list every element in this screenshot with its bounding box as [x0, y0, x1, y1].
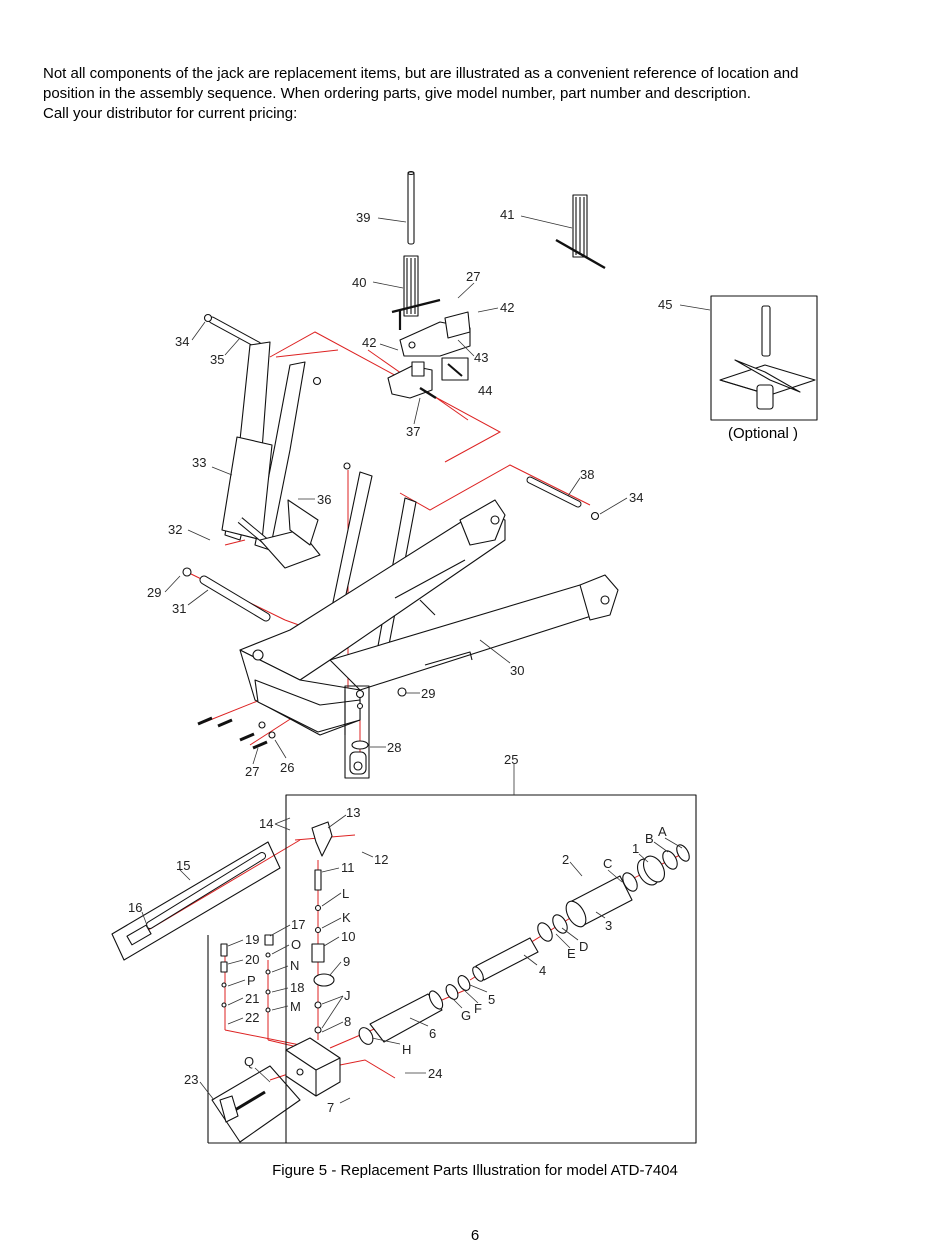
part-labels: 39 41 40 27 42 45 34 35 42 43 44 37 33 3… — [128, 207, 672, 1115]
part-label: G — [461, 1008, 471, 1023]
part-label: 12 — [374, 852, 388, 867]
part-label: D — [579, 939, 588, 954]
part-label: 26 — [280, 760, 294, 775]
part-label: 37 — [406, 424, 420, 439]
part-label: 42 — [500, 300, 514, 315]
part-label: 45 — [658, 297, 672, 312]
part-label: 29 — [421, 686, 435, 701]
part-label: K — [342, 910, 351, 925]
part-label: 25 — [504, 752, 518, 767]
part-label: 43 — [474, 350, 488, 365]
jack-drawing — [111, 170, 818, 1144]
part-label: M — [290, 999, 301, 1014]
part-label: 8 — [344, 1014, 351, 1029]
part-label: 20 — [245, 952, 259, 967]
part-label: 9 — [343, 954, 350, 969]
part-label: 24 — [428, 1066, 442, 1081]
intro-line: position in the assembly sequence. When … — [43, 85, 751, 102]
part-label: 34 — [629, 490, 643, 505]
part-label: 36 — [317, 492, 331, 507]
part-label: J — [344, 988, 351, 1003]
part-label: 40 — [352, 275, 366, 290]
part-label: 17 — [291, 917, 305, 932]
part-label: L — [342, 886, 349, 901]
part-label: P — [247, 973, 256, 988]
part-label: B — [645, 831, 654, 846]
intro-line: Call your distributor for current pricin… — [43, 105, 298, 122]
part-label: 44 — [478, 383, 492, 398]
part-label: 23 — [184, 1072, 198, 1087]
leader-lines — [141, 215, 711, 1104]
page-number: 6 — [470, 1227, 480, 1244]
part-label: 14 — [259, 816, 273, 831]
part-label: 19 — [245, 932, 259, 947]
part-label: 34 — [175, 334, 189, 349]
part-label: 30 — [510, 663, 524, 678]
part-label: 22 — [245, 1010, 259, 1025]
part-label: 10 — [341, 929, 355, 944]
part-label: E — [567, 946, 576, 961]
part-label: 18 — [290, 980, 304, 995]
part-label: 31 — [172, 601, 186, 616]
part-label: 4 — [539, 963, 546, 978]
part-label: 42 — [362, 335, 376, 350]
part-label: N — [290, 958, 299, 973]
part-label: Q — [244, 1054, 254, 1069]
part-label: 38 — [580, 467, 594, 482]
part-label: 39 — [356, 210, 370, 225]
part-label: 13 — [346, 805, 360, 820]
part-label: 15 — [176, 858, 190, 873]
part-label: 11 — [341, 860, 355, 875]
part-label: O — [291, 937, 301, 952]
part-label: 3 — [605, 918, 612, 933]
part-label: 21 — [245, 991, 259, 1006]
part-label: 27 — [245, 764, 259, 779]
part-label: 2 — [562, 852, 569, 867]
part-label: 7 — [327, 1100, 334, 1115]
part-label: 28 — [387, 740, 401, 755]
pump-assembly-box — [285, 794, 697, 1144]
part-label: 5 — [488, 992, 495, 1007]
part-label: 1 — [632, 841, 639, 856]
part-label: H — [402, 1042, 411, 1057]
part-label: 6 — [429, 1026, 436, 1041]
intro-text: Not all components of the jack are repla… — [43, 64, 923, 124]
part-label: 32 — [168, 522, 182, 537]
intro-line: Not all components of the jack are repla… — [43, 65, 799, 82]
part-label: 29 — [147, 585, 161, 600]
optional-box — [710, 295, 818, 421]
part-label: 41 — [500, 207, 514, 222]
part-label: 27 — [466, 269, 480, 284]
part-label: 35 — [210, 352, 224, 367]
optional-label: (Optional ) — [727, 425, 799, 442]
part-label: F — [474, 1001, 482, 1016]
part-label: 16 — [128, 900, 142, 915]
part-label: A — [658, 824, 667, 839]
part-label: C — [603, 856, 612, 871]
figure-caption-text: Figure 5 - Replacement Parts Illustratio… — [272, 1162, 678, 1179]
figure-caption: Figure 5 - Replacement Parts Illustratio… — [0, 1162, 950, 1179]
part-label: 33 — [192, 455, 206, 470]
